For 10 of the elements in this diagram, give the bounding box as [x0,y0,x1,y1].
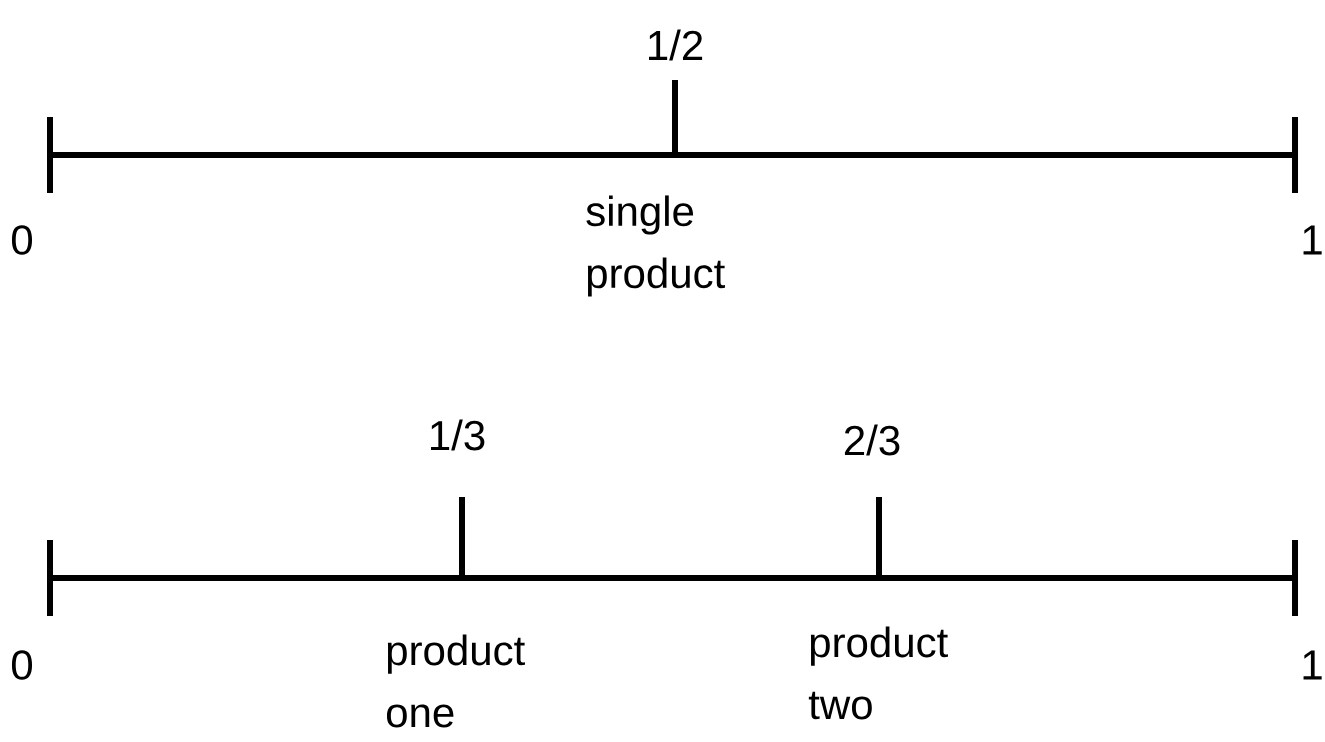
axis-label: 1 [1303,225,1322,255]
axis-label: 0 [11,225,33,255]
axis-label: product one [386,634,525,728]
axis-label: 1/2 [649,29,703,61]
axis-label: 1 [1303,650,1322,680]
axis-label: product two [808,626,948,720]
axis-label: 1/3 [431,419,485,451]
axis-label: 0 [11,650,33,680]
axis-label: 2/3 [844,424,900,456]
axis-label: single product [586,195,725,297]
